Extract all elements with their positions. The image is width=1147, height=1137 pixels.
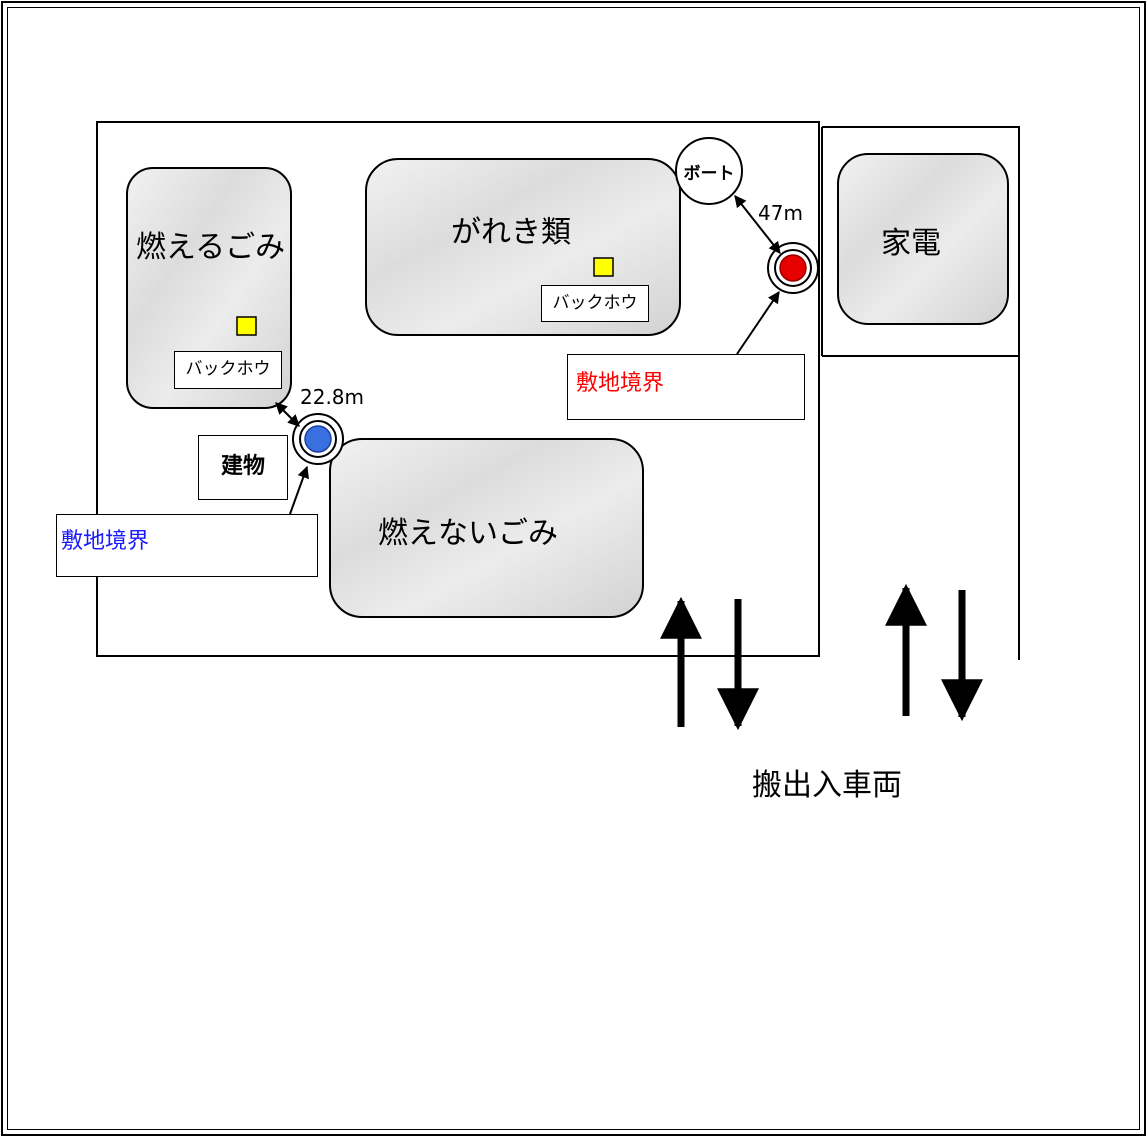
distance-arrow-red (734, 195, 781, 254)
distance-label-blue: 22.8m (300, 385, 365, 409)
boundary-pointer-blue (289, 465, 309, 515)
building-label: 建物 (198, 435, 288, 500)
distance-label-red: 47m (758, 201, 803, 225)
measure-point-blue (304, 425, 332, 453)
non-burnable-area-label: 燃えないごみ (378, 516, 558, 551)
backhoe-label-burnable: バックホウ (174, 351, 282, 389)
lane-outline (822, 126, 1020, 660)
measure-point-red (779, 254, 807, 282)
boat-circle (675, 137, 743, 205)
boundary-callout-blue: 敷地境界 (56, 514, 318, 577)
distance-arrow-blue (275, 402, 300, 427)
boundary-pointer-red (736, 291, 780, 355)
inner-frame (7, 7, 1140, 1130)
appliance-area-label: 家電 (881, 226, 941, 261)
appliance-area (837, 153, 1009, 325)
non-burnable-area (329, 438, 644, 618)
vehicles-label: 搬出入車両 (752, 768, 902, 803)
rubble-area-label: がれき類 (451, 215, 571, 250)
burnable-area (126, 167, 292, 409)
backhoe-marker-rubble (593, 257, 614, 277)
backhoe-marker-burnable (236, 316, 257, 336)
backhoe-label-rubble: バックホウ (541, 285, 649, 322)
boat-label: ボート (683, 164, 735, 184)
burnable-area-label: 燃えるごみ (136, 230, 286, 265)
boundary-callout-red: 敷地境界 (567, 354, 805, 420)
site-boundary (96, 121, 820, 657)
